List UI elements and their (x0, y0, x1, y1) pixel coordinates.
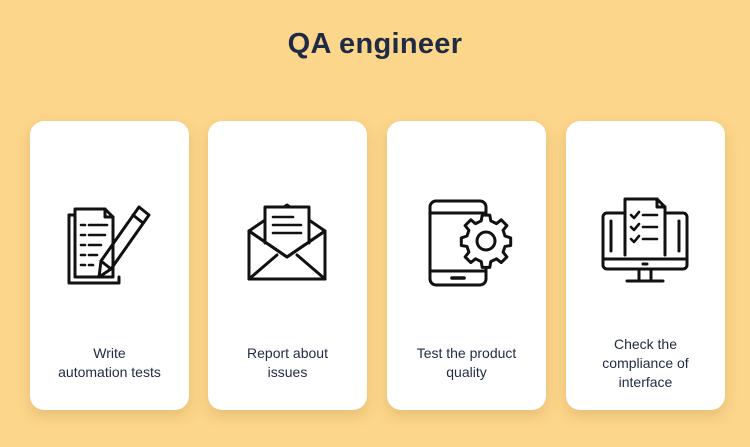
page-title: QA engineer (287, 28, 463, 60)
card-report-issues: Report about issues (208, 121, 367, 410)
card-check-interface-compliance: Check the compliance of interface (566, 121, 725, 410)
card-write-automation-tests: Write automation tests (30, 121, 189, 410)
card-label: Test the product quality (416, 345, 517, 380)
card-label: Write automation tests (58, 345, 161, 380)
card-label: Check the compliance of interface (602, 335, 689, 390)
monitor-checklist-icon (595, 191, 695, 291)
card-test-product-quality: Test the product quality (387, 121, 546, 410)
envelope-letter-icon (237, 191, 337, 291)
phone-gear-icon (416, 191, 516, 291)
card-label: Report about issues (247, 345, 328, 380)
document-pencil-icon (59, 191, 159, 291)
